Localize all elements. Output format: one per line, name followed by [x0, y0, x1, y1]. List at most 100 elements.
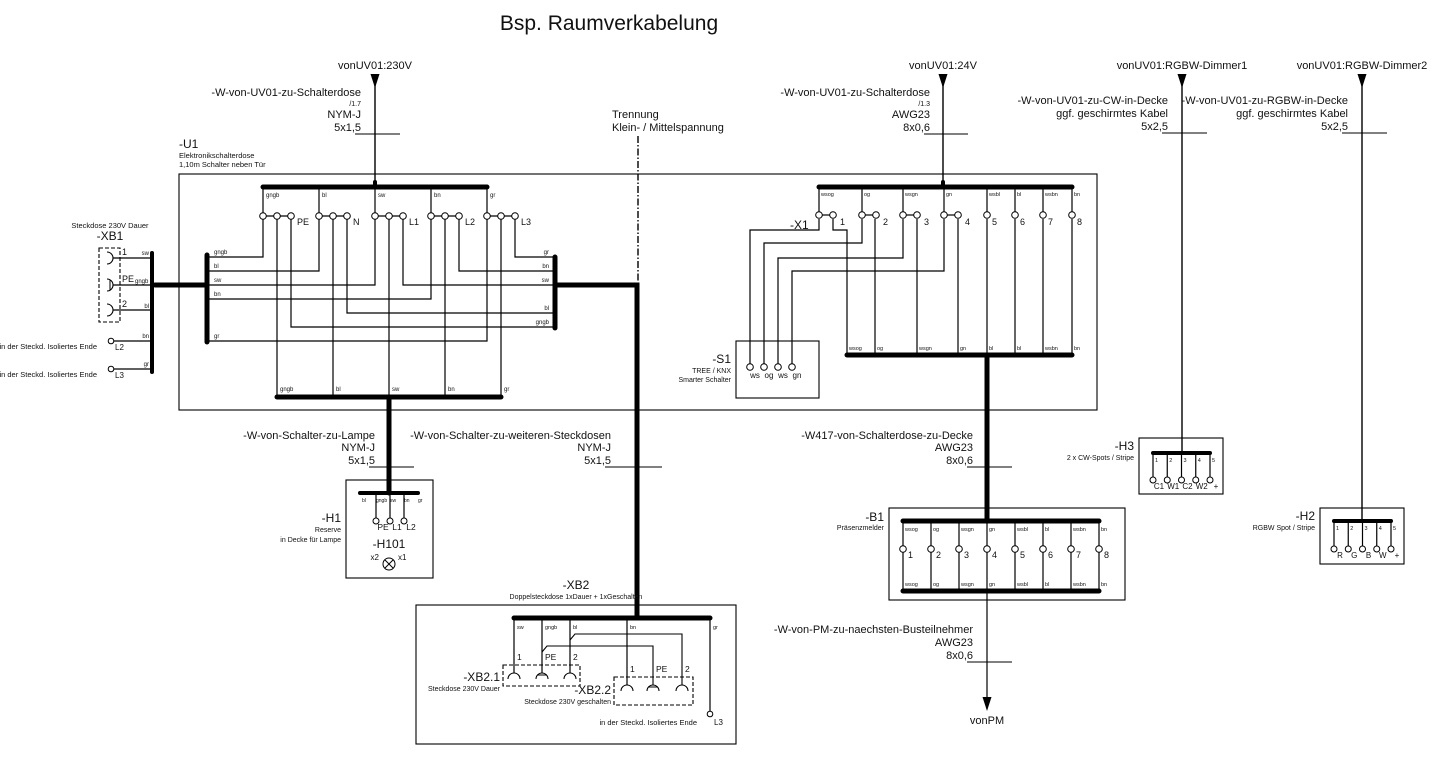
isolated-end-note: in der Steckd. Isoliertes Ende — [0, 370, 97, 379]
b1-tag: -B1 — [865, 510, 884, 524]
h2-desc: RGBW Spot / Stripe — [1253, 525, 1315, 532]
terminal-label: PE — [377, 522, 389, 532]
x1-wire — [832, 219, 848, 355]
socket-icon — [563, 672, 577, 680]
x1-terminal — [815, 211, 823, 219]
wire-color-label: wsgn — [918, 346, 932, 352]
terminal-label: C2 — [1182, 482, 1193, 491]
pin-label: 3 — [1184, 458, 1187, 464]
terminal-label: 6 — [1048, 550, 1053, 560]
xb2-desc: Doppelsteckdose 1xDauer + 1xGeschalten — [510, 594, 643, 601]
terminal-label: G — [1351, 551, 1357, 560]
s1-terminal — [774, 363, 782, 371]
wire-color-label: gr — [490, 193, 495, 199]
u1-terminal — [399, 212, 407, 220]
terminal-label: + — [1395, 551, 1400, 560]
u1-terminal — [329, 212, 337, 220]
h101-terminal — [372, 517, 380, 525]
lamp-icon-cross — [384, 559, 394, 569]
wire-color-label: bn — [1101, 527, 1107, 533]
wire-color-label: wsbn — [1044, 346, 1058, 352]
terminal-label: 2 — [883, 217, 888, 227]
terminal-label: ws — [777, 371, 788, 380]
wire-color-label: wsbl — [1016, 582, 1028, 588]
h101-terminal — [386, 517, 394, 525]
feed-rgbw-dimmer2-label: vonUV01:RGBW-Dimmer2 — [1297, 60, 1428, 72]
cable-w417-name: -W417-von-Schalterdose-zu-Decke — [801, 430, 973, 442]
socket-icon — [646, 684, 660, 692]
terminal-label: 8 — [1077, 217, 1082, 227]
wire-color-label: gr — [418, 498, 423, 504]
terminal-label: og — [765, 371, 774, 380]
wire-color-label: bn — [1074, 346, 1080, 352]
xb2-1-desc: Steckdose 230V Dauer — [428, 686, 501, 693]
wire-color-label: gngb — [266, 193, 280, 199]
feed-24v-label: vonUV01:24V — [909, 60, 978, 72]
s1-terminal — [746, 363, 754, 371]
terminal-label: W2 — [1196, 482, 1209, 491]
pin-label: PE — [656, 664, 668, 674]
u1-left-wire — [207, 219, 376, 286]
wire-color-label: bn — [542, 264, 549, 270]
wire-color-label: bl — [573, 625, 577, 631]
wire-color-label: sw — [390, 498, 397, 504]
s1-desc: Smarter Schalter — [678, 377, 731, 384]
pin-label: PE — [545, 652, 557, 662]
x1-terminal — [940, 211, 948, 219]
terminal-label: 4 — [965, 217, 970, 227]
wire-color-label: wsbl — [1016, 527, 1028, 533]
terminal-label: L2 — [465, 217, 475, 227]
terminal-label: 7 — [1048, 217, 1053, 227]
cable-pm-name: -W-von-PM-zu-naechsten-Busteilnehmer — [774, 624, 973, 636]
pin-label: 5 — [1393, 526, 1396, 532]
terminal-label: + — [1214, 482, 1219, 491]
u1-left-wire — [207, 219, 264, 258]
x1-terminal — [829, 211, 837, 219]
cable-uv-230-name: -W-von-UV01-zu-Schalterdose — [211, 87, 361, 99]
socket2-dashed-box — [613, 676, 694, 706]
cable-uv-230-ref: /1.7 — [349, 101, 361, 108]
wire-color-label: sw — [214, 278, 222, 284]
cable-rgbw-name: -W-von-UV01-zu-RGBW-in-Decke — [1182, 95, 1348, 107]
x1-terminal — [1039, 211, 1047, 219]
isolated-end-terminal — [107, 337, 115, 345]
x1-terminal — [1011, 211, 1019, 219]
h3-desc: 2 x CW-Spots / Stripe — [1067, 455, 1134, 462]
b1-box — [888, 507, 1126, 601]
s1-terminal — [760, 363, 768, 371]
b1-terminal — [983, 545, 991, 553]
wire-color-label: og — [877, 346, 883, 352]
wire-color-label: wsgn — [904, 192, 918, 198]
wire-color-label: bn — [1101, 582, 1107, 588]
h2-terminal — [1359, 545, 1366, 553]
wire-color-label: gn — [989, 582, 995, 588]
isolated-end-terminal — [706, 710, 714, 718]
u1-terminal — [483, 212, 491, 220]
terminal-label: ws — [749, 371, 760, 380]
cable-uv-230-size: 5x1,5 — [334, 122, 361, 134]
terminal-label: W — [1379, 551, 1387, 560]
u1-desc: 1,10m Schalter neben Tür — [179, 160, 266, 169]
xb2-pe-wire — [541, 645, 654, 685]
socket-icon — [675, 684, 689, 692]
wire-color-label: bl — [362, 498, 366, 504]
u1-desc: Elektronikschalterdose — [179, 151, 254, 160]
u1-terminal — [259, 212, 267, 220]
x1-tag: -X1 — [790, 218, 809, 232]
h2-tag: -H2 — [1296, 509, 1316, 523]
pin-label: 3 — [1365, 526, 1368, 532]
cable-steckdosen-size: 5x1,5 — [584, 455, 611, 467]
u1-right-wire — [402, 219, 555, 286]
wire-color-label: bl — [336, 387, 341, 393]
pm-arrow-icon — [982, 697, 992, 711]
terminal-label: L1 — [409, 217, 419, 227]
socket-icon — [106, 251, 114, 265]
cable-lampe-name: -W-von-Schalter-zu-Lampe — [243, 430, 375, 442]
cable-lampe-size: 5x1,5 — [348, 455, 375, 467]
wire-color-label: bl — [322, 193, 327, 199]
wire-color-label: og — [864, 192, 870, 198]
terminal-label: N — [353, 217, 360, 227]
u1-left-wire — [207, 219, 488, 342]
x1-to-s1-wire — [777, 219, 904, 364]
isolated-end-note: in der Steckd. Isoliertes Ende — [0, 342, 97, 351]
